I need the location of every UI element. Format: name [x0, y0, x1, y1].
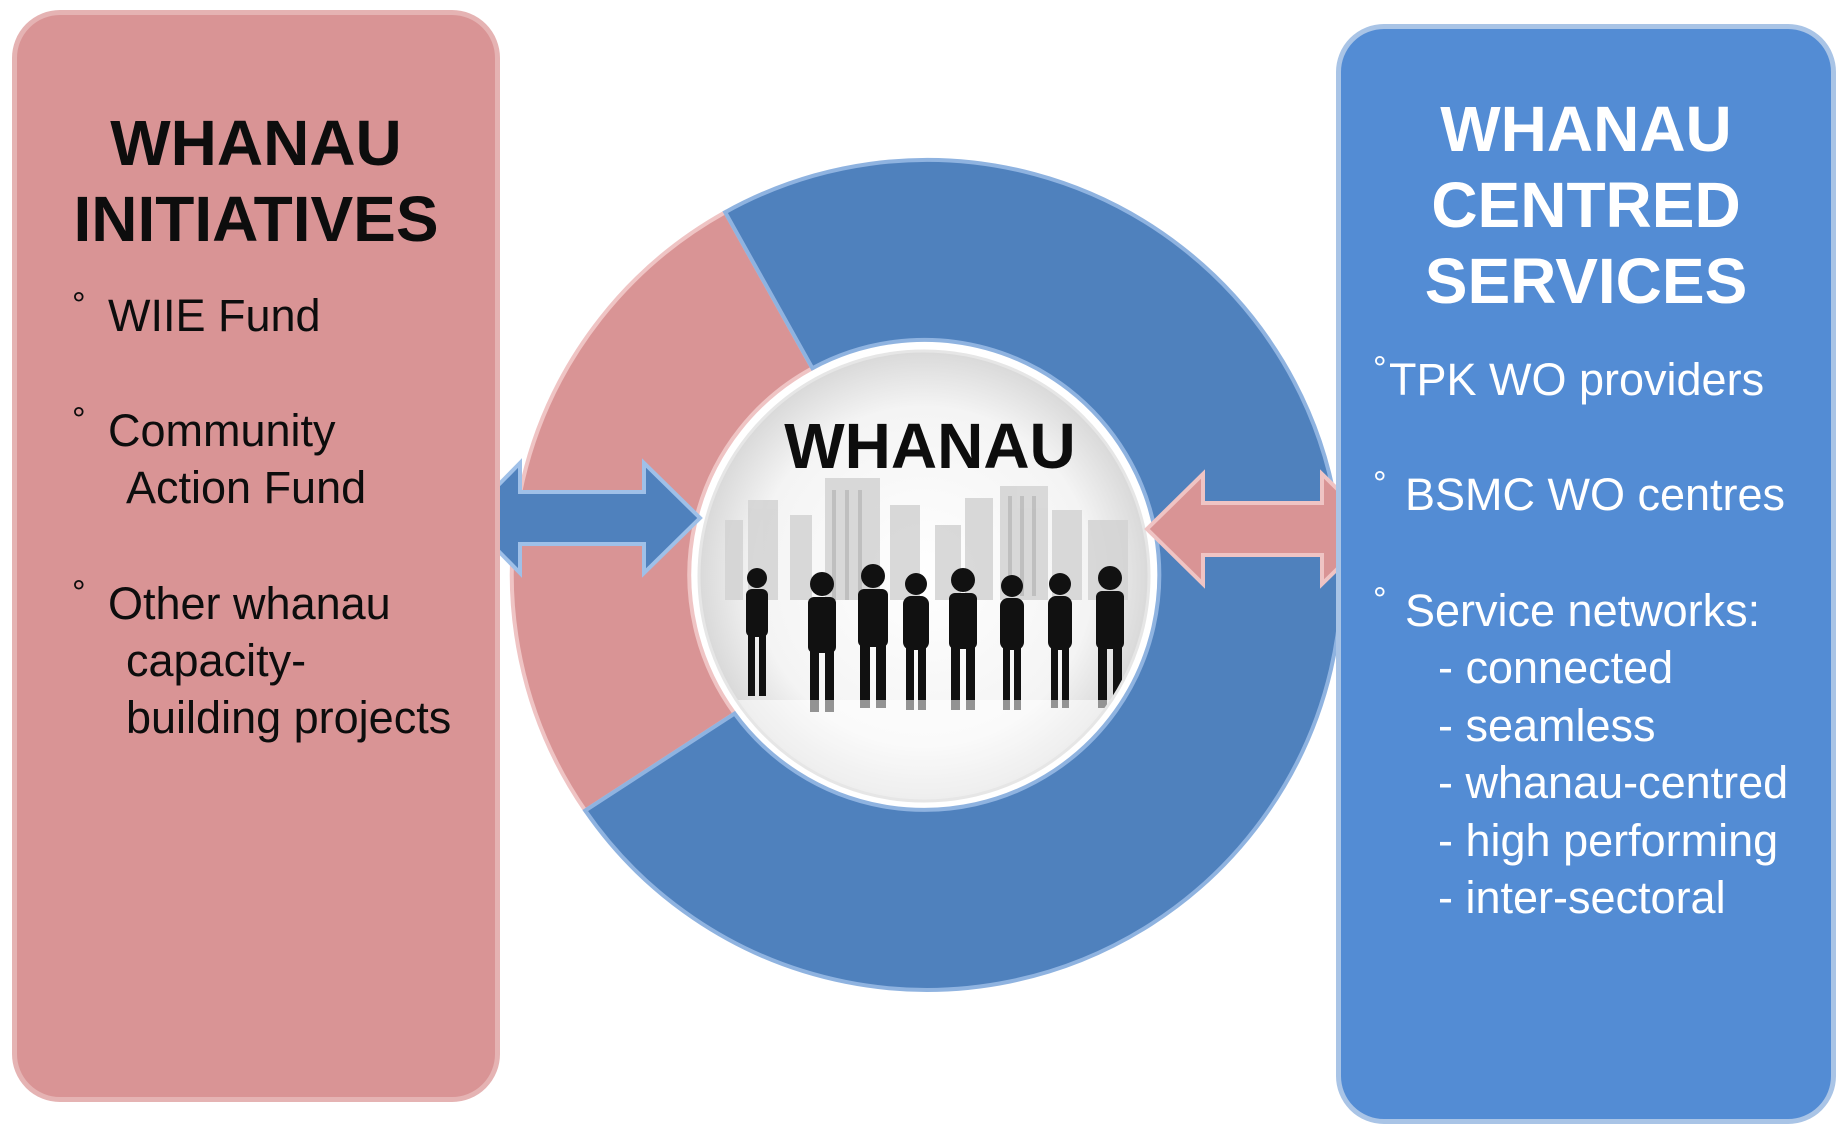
list-item-text: Other whanau	[108, 578, 391, 629]
panel-title-initiatives: WHANAU INITIATIVES	[17, 105, 495, 257]
list-item: - high performing	[1438, 814, 1779, 866]
bullet-icon: °	[1373, 465, 1387, 503]
title-line: WHANAU	[110, 107, 402, 179]
bullet-icon: °	[72, 286, 86, 324]
list-item: - seamless	[1438, 699, 1656, 751]
title-line: INITIATIVES	[73, 183, 439, 255]
bullet-icon: °	[72, 574, 86, 612]
panel-title-services: WHANAU CENTRED SERVICES	[1341, 91, 1831, 319]
double-arrow-left-icon	[463, 458, 703, 578]
center-label: WHANAU	[784, 410, 1076, 482]
list-item: - connected	[1438, 642, 1674, 693]
bullet-icon: °	[1373, 350, 1387, 388]
bullet-icon: °	[72, 401, 86, 439]
ring-segment-services	[582, 157, 1344, 992]
list-item-text: Service networks:	[1405, 585, 1761, 636]
list-item-text: WIIE Fund	[108, 290, 321, 341]
service-network-qualities: - connected - seamless - whanau-centred …	[1438, 639, 1788, 927]
title-line: CENTRED	[1431, 169, 1741, 241]
whanau-initiatives-panel: WHANAU INITIATIVES ° WIIE Fund ° Communi…	[12, 10, 500, 1102]
list-item-text: Community	[108, 405, 336, 456]
list-item-text: capacity-	[126, 635, 307, 686]
whanau-centred-services-panel: WHANAU CENTRED SERVICES ° TPK WO provide…	[1336, 24, 1836, 1124]
bullet-icon: °	[1373, 581, 1387, 619]
list-item: - inter-sectoral	[1438, 872, 1726, 923]
title-line: SERVICES	[1424, 245, 1748, 317]
list-item: - whanau-centred	[1438, 757, 1789, 808]
list-item-text: TPK WO providers	[1389, 354, 1765, 405]
list-item-text: BSMC WO centres	[1405, 469, 1786, 520]
list-item-text: building projects	[126, 692, 452, 743]
list-item-text: Action Fund	[126, 462, 367, 513]
title-line: WHANAU	[1440, 93, 1732, 165]
